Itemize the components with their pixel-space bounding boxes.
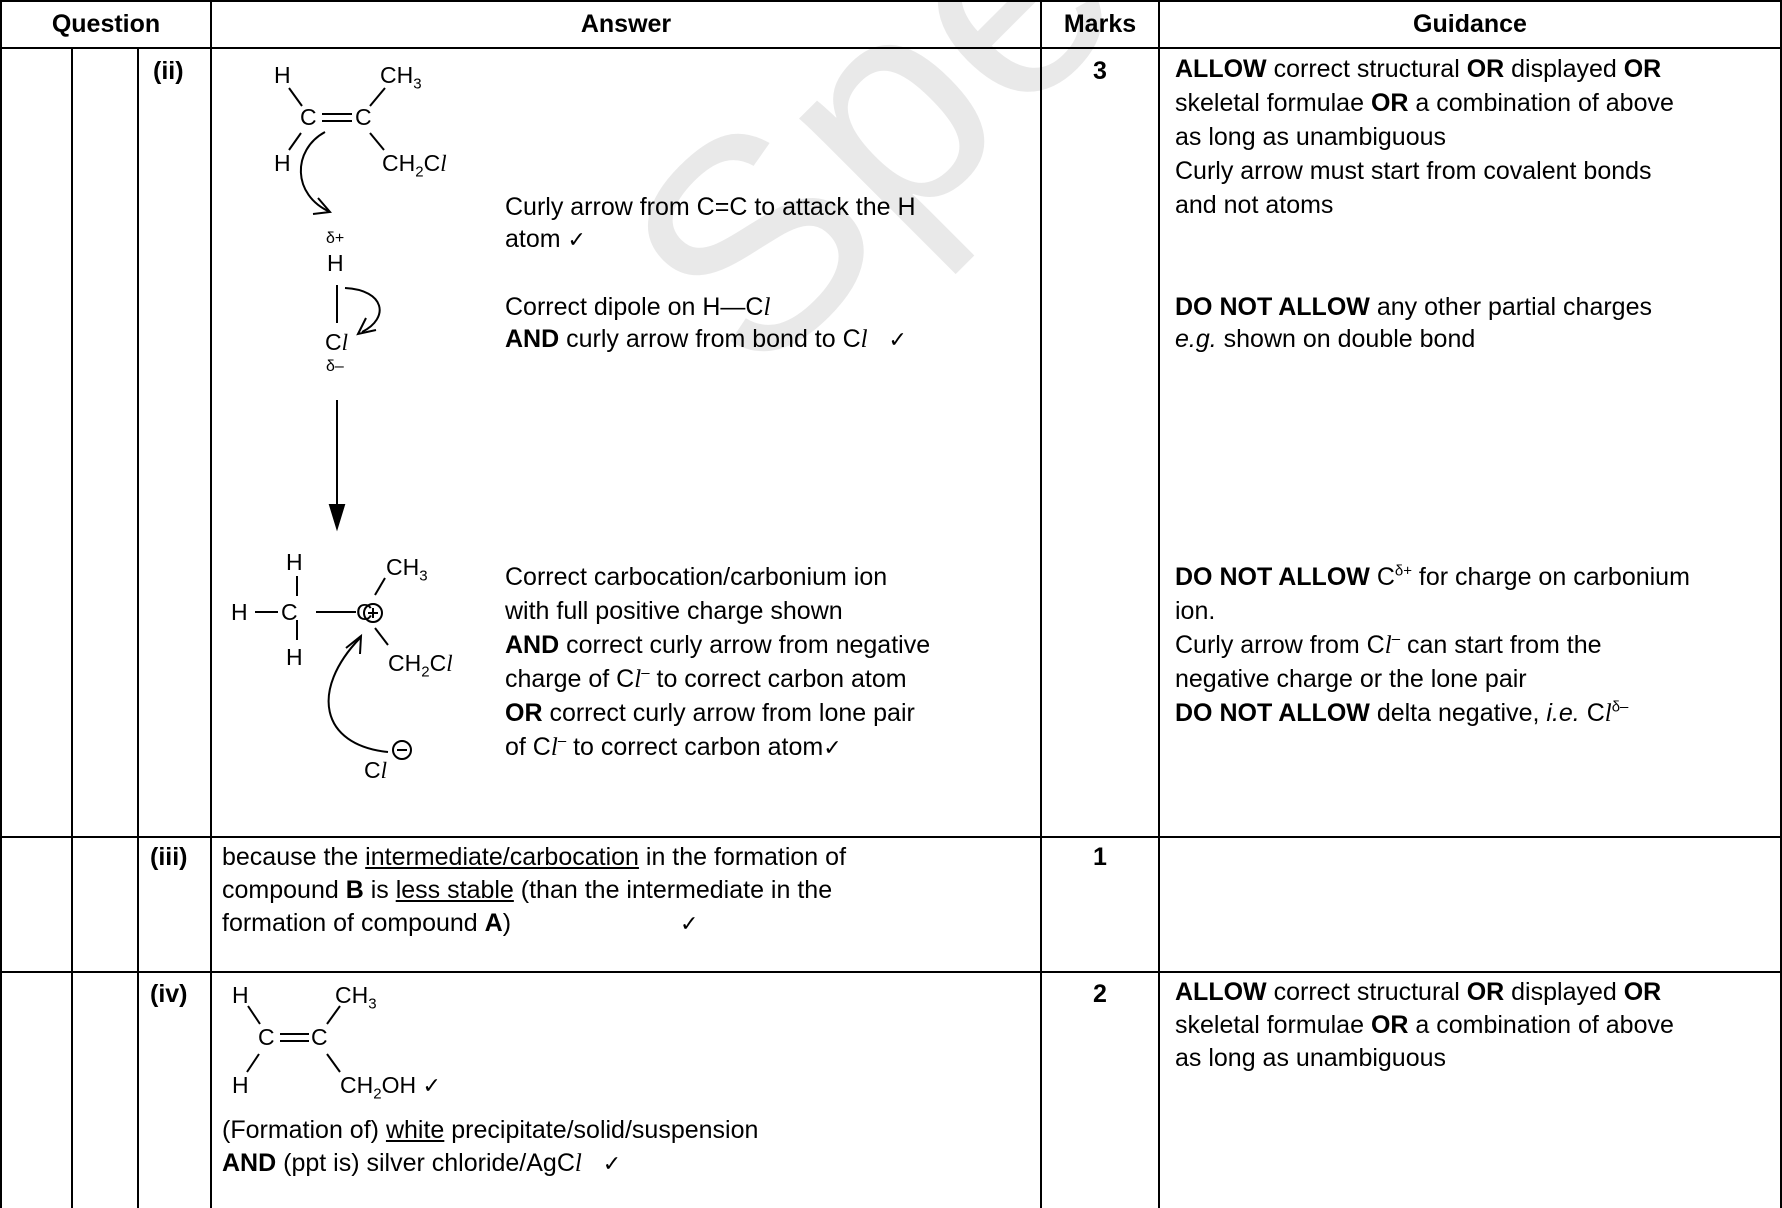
answer-ii-line1: Curly arrow from C=C to attack the H bbox=[505, 193, 916, 221]
answer-ii-line4: AND curly arrow from bond to Cl ✓ bbox=[505, 325, 907, 353]
answer-ii-line7: AND correct curly arrow from negative bbox=[505, 631, 931, 659]
question-label-iv: (iv) bbox=[150, 980, 188, 1008]
answer-iii-line2: compound B is less stable (than the inte… bbox=[222, 876, 833, 904]
guidance-ii-line5: and not atoms bbox=[1175, 191, 1334, 219]
answer-ii-line6: with full positive charge shown bbox=[505, 597, 843, 625]
guidance-ii-line12: DO NOT ALLOW delta negative, i.e. Clδ– bbox=[1175, 698, 1629, 727]
header-question: Question bbox=[51, 10, 161, 38]
answer-iii-line1: because the intermediate/carbocation in … bbox=[222, 843, 847, 871]
guidance-iv-line3: as long as unambiguous bbox=[1175, 1044, 1447, 1072]
answer-ii-line5: Correct carbocation/carbonium ion bbox=[505, 563, 888, 591]
answer-ii-line10: of Cl– to correct carbon atom✓ bbox=[505, 732, 842, 761]
answer-iii-tick: ✓ bbox=[680, 912, 699, 937]
header-marks: Marks bbox=[1063, 10, 1137, 38]
guidance-ii-line10: Curly arrow from Cl– can start from the bbox=[1175, 630, 1602, 659]
question-label-ii: (ii) bbox=[153, 57, 184, 85]
marks-iii: 1 bbox=[1093, 843, 1107, 871]
guidance-iv-line1: ALLOW correct structural OR displayed OR bbox=[1175, 978, 1662, 1006]
guidance-ii-line2: skeletal formulae OR a combination of ab… bbox=[1175, 89, 1674, 117]
marks-iv: 2 bbox=[1093, 980, 1107, 1008]
answer-iii-line3: formation of compound A) bbox=[222, 909, 512, 937]
answer-ii-line8: charge of Cl– to correct carbon atom bbox=[505, 664, 907, 693]
answer-iv-line2: AND (ppt is) silver chloride/AgCl ✓ bbox=[222, 1149, 622, 1177]
answer-ii-line9: OR correct curly arrow from lone pair bbox=[505, 699, 915, 727]
guidance-ii-line8: DO NOT ALLOW Cδ+ for charge on carbonium bbox=[1175, 562, 1690, 591]
guidance-ii-line3: as long as unambiguous bbox=[1175, 123, 1447, 151]
guidance-iv-line2: skeletal formulae OR a combination of ab… bbox=[1175, 1011, 1674, 1039]
answer-ii-line2: atom ✓ bbox=[505, 225, 586, 253]
header-guidance: Guidance bbox=[1413, 10, 1527, 38]
header-answer: Answer bbox=[580, 10, 672, 38]
guidance-ii-line11: negative charge or the lone pair bbox=[1175, 665, 1527, 693]
guidance-ii-line7: e.g. shown on double bond bbox=[1175, 325, 1476, 353]
question-label-iii: (iii) bbox=[150, 843, 188, 871]
marks-ii: 3 bbox=[1093, 57, 1107, 85]
guidance-ii-line4: Curly arrow must start from covalent bon… bbox=[1175, 157, 1652, 185]
answer-iv-line1: (Formation of) white precipitate/solid/s… bbox=[222, 1116, 759, 1144]
guidance-ii-line1: ALLOW correct structural OR displayed OR bbox=[1175, 55, 1662, 83]
guidance-ii-line6: DO NOT ALLOW any other partial charges bbox=[1175, 293, 1652, 321]
guidance-ii-line9: ion. bbox=[1175, 597, 1216, 625]
answer-ii-line3: Correct dipole on H—Cl bbox=[505, 293, 771, 321]
